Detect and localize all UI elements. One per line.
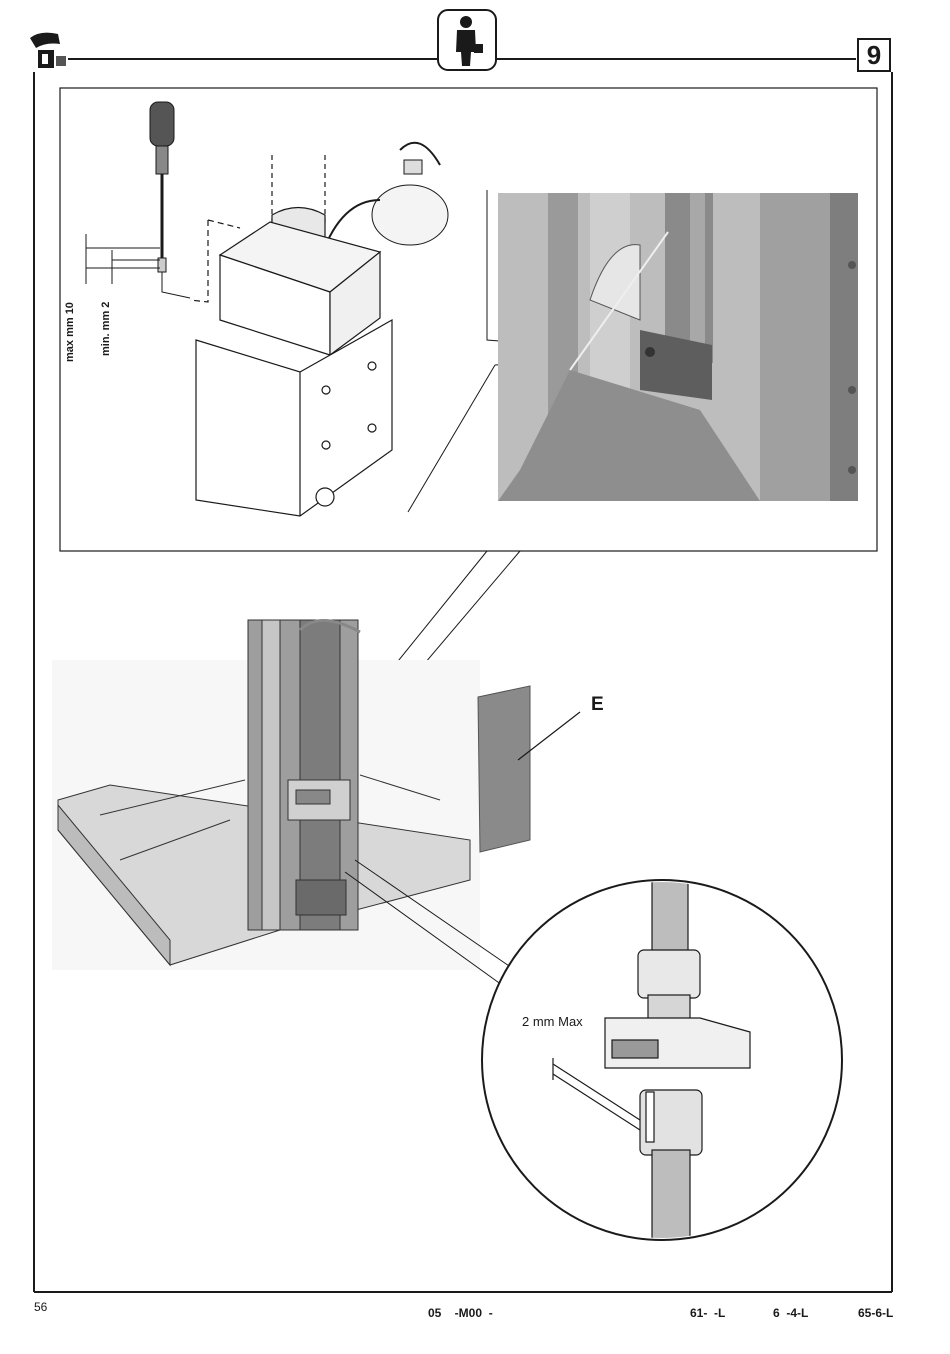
page-number: 56 (34, 1300, 47, 1314)
measure-dimension-lines (86, 234, 160, 284)
lift-column-drawing (52, 620, 480, 970)
screwdriver-drawing (150, 102, 190, 298)
section-number-badge: 9 (857, 38, 891, 72)
document-code: 05 -M00 - (428, 1306, 493, 1320)
person-with-briefcase-icon (438, 10, 496, 70)
cover-panel-e (478, 686, 580, 852)
lift-operator-icon (30, 33, 66, 68)
min-depth-label: min. mm 2 (100, 302, 112, 356)
nut-gap-detail-circle (482, 880, 842, 1240)
gap-max-label: 2 mm Max (522, 1014, 583, 1029)
spindle-housing-drawing (190, 155, 392, 516)
model-code-3: 65-6-L (858, 1306, 893, 1320)
max-depth-label: max mm 10 (64, 302, 76, 362)
model-code-2: 6 -4-L (773, 1306, 808, 1320)
model-code-1: 61- -L (690, 1306, 725, 1320)
part-e-label: E (591, 694, 604, 716)
screw-nut-photo (498, 193, 858, 501)
